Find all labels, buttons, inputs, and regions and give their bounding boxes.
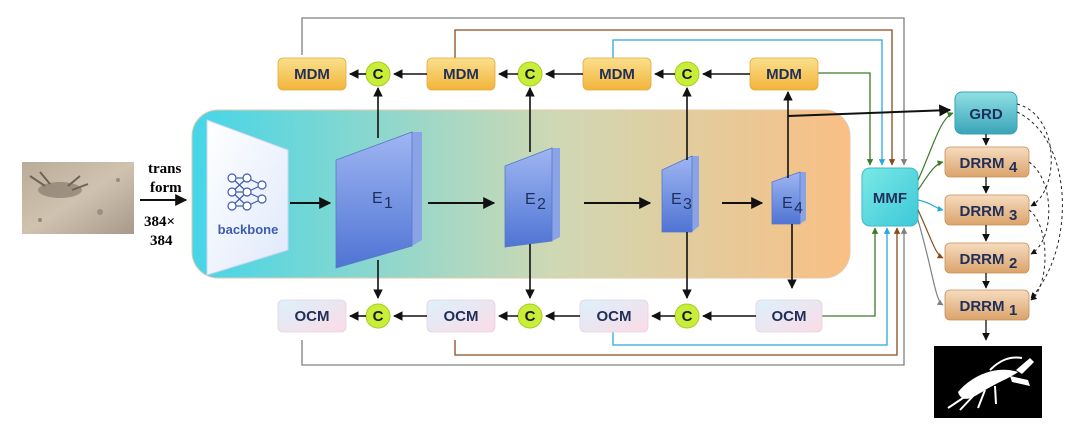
- concat-node-top-3-label: C: [682, 66, 693, 83]
- encoder-e4: E 4: [771, 171, 806, 225]
- skip-line-blue-bottom: [612, 227, 891, 346]
- mdm-box-1-label: MDM: [294, 66, 330, 83]
- encoder-e4-label: E: [782, 195, 793, 212]
- concat-node-top-2-label: C: [525, 66, 536, 83]
- skip-line-blue: [612, 39, 886, 166]
- encoder-e2: E 2: [504, 147, 560, 248]
- concat-node-bottom-2-label: C: [525, 308, 536, 325]
- mmf-box: [861, 167, 919, 227]
- transform-label-2: form: [150, 180, 182, 196]
- drrm-box-1: [944, 289, 1030, 321]
- concat-node-bottom-3-label: C: [682, 308, 693, 325]
- mmf-label: MMF: [873, 190, 907, 207]
- backbone-block: backbone: [206, 119, 289, 276]
- ocm-box-4-label: OCM: [772, 308, 807, 325]
- encoder-e2-sub: 2: [537, 196, 546, 213]
- encoder-e4-sub: 4: [794, 200, 803, 217]
- mdm-box-1: [277, 57, 347, 91]
- size-label-1: 384×: [144, 214, 175, 230]
- ocm-box-1-label: OCM: [295, 308, 330, 325]
- mmf-to-grd-green: [917, 112, 954, 181]
- drrm-box-2-label: DRRM: [960, 251, 1005, 268]
- mdm-box-4-label: MDM: [766, 66, 802, 83]
- skip-line-gray: [301, 17, 908, 166]
- drrm-box-3-sub: 3: [1009, 207, 1017, 224]
- skip-line-brown: [454, 29, 896, 166]
- backbone-label: backbone: [218, 222, 279, 237]
- drrm-box-2-sub: 2: [1009, 255, 1017, 272]
- neural-net-icon: [227, 173, 267, 211]
- ocm-box-1: [277, 299, 347, 333]
- dashed-loop-4: [1028, 209, 1046, 301]
- encoder-e1: E 1: [335, 131, 422, 269]
- grd-label: GRD: [969, 106, 1003, 123]
- drrm-box-3-label: DRRM: [960, 203, 1005, 220]
- output-mask: [934, 346, 1042, 418]
- dashed-loop-3: [1028, 161, 1050, 255]
- drrm-box-1-sub: 1: [1009, 302, 1017, 319]
- drrm-box-4-label: DRRM: [960, 155, 1005, 172]
- encoder-e3-label: E: [671, 191, 682, 208]
- arrow-e4-grd: [787, 104, 952, 117]
- concat-node-bottom-1-label: C: [373, 308, 384, 325]
- skip-line-green: [818, 72, 874, 166]
- encoder-e3: E 3: [661, 155, 699, 233]
- encoder-e2-label: E: [525, 191, 536, 208]
- encoder-e3-sub: 3: [683, 196, 692, 213]
- input-image: [22, 162, 134, 234]
- mdm-box-2-label: MDM: [443, 66, 479, 83]
- mmf-to-drrm4-green: [917, 160, 944, 191]
- size-label-2: 384: [150, 233, 173, 249]
- mmf-to-drrm2-brown: [917, 209, 944, 259]
- transform-label-1: trans: [148, 161, 181, 177]
- encoder-e1-label: E: [372, 190, 383, 207]
- drrm-box-2: [944, 242, 1030, 274]
- ocm-box-2-label: OCM: [444, 308, 479, 325]
- ocm-box-3-label: OCM: [597, 308, 632, 325]
- dashed-loop-1: [1016, 103, 1052, 207]
- mmf-to-drrm3-blue: [917, 199, 944, 212]
- drrm-box-4-sub: 4: [1009, 159, 1018, 176]
- skip-line-green-bottom: [822, 227, 879, 317]
- skip-line-gray-bottom: [301, 227, 908, 366]
- encoder-e1-sub: 1: [384, 195, 393, 212]
- mdm-box-3-label: MDM: [599, 66, 635, 83]
- concat-node-top-1-label: C: [373, 66, 384, 83]
- mmf-to-drrm1-gray: [917, 219, 944, 306]
- drrm-box-1-label: DRRM: [960, 298, 1005, 315]
- skip-line-brown-bottom: [454, 227, 901, 356]
